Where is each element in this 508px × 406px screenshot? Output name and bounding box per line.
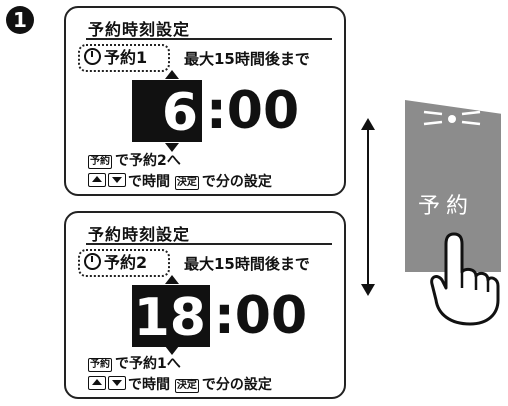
- instruction-switch-text: で予約1へ: [115, 356, 181, 372]
- instruction-switch-text: で予約2へ: [115, 153, 181, 169]
- minutes-display: :00: [214, 286, 308, 346]
- panel-title: 予約時刻設定: [88, 225, 191, 244]
- hour-display: 6: [132, 80, 202, 143]
- clock-icon: [84, 253, 101, 270]
- instruction-line-1: 予約で予約1へ: [88, 353, 181, 373]
- down-key-icon: [108, 376, 126, 390]
- reservation-selector: 予約2: [78, 249, 170, 277]
- title-underline: [86, 38, 332, 40]
- instruction-minute-text: で分の設定: [201, 174, 272, 190]
- max-time-text: 最大15時間後まで: [184, 50, 310, 68]
- pointing-hand-icon: [430, 232, 500, 326]
- minutes-display: :00: [206, 81, 300, 141]
- clock-icon: [84, 48, 101, 65]
- hour-up-triangle-icon: [165, 70, 179, 79]
- toggle-arrow-shaft: [367, 122, 369, 292]
- panel-title: 予約時刻設定: [88, 20, 191, 39]
- reservation-label: 予約1: [104, 48, 148, 67]
- display-panel-reservation-1: 予約時刻設定 予約1 最大15時間後まで 6 :00 予約で予約2へ で時間 決…: [64, 6, 346, 196]
- reservation-label: 予約2: [104, 253, 148, 272]
- up-key-icon: [88, 173, 106, 187]
- reserve-key-icon: 予約: [88, 358, 112, 372]
- instruction-line-2: で時間 決定で分の設定: [88, 171, 272, 191]
- reservation-selector: 予約1: [78, 44, 170, 72]
- instruction-line-1: 予約で予約2へ: [88, 150, 181, 170]
- toggle-arrow-down-icon: [361, 284, 375, 296]
- max-time-text: 最大15時間後まで: [184, 255, 310, 273]
- reserve-button-label: 予約: [418, 194, 475, 219]
- instruction-hour-text: で時間: [128, 377, 170, 393]
- hour-up-triangle-icon: [165, 275, 179, 284]
- hour-display: 18: [132, 285, 210, 348]
- instruction-minute-text: で分の設定: [201, 377, 272, 393]
- reserve-key-icon: 予約: [88, 155, 112, 169]
- instruction-line-2: で時間 決定で分の設定: [88, 374, 272, 394]
- hour-down-triangle-icon: [165, 143, 179, 152]
- title-underline: [86, 243, 332, 245]
- instruction-hour-text: で時間: [128, 174, 170, 190]
- step-number-badge: 1: [6, 6, 34, 34]
- display-panel-reservation-2: 予約時刻設定 予約2 最大15時間後まで 18 :00 予約で予約1へ で時間 …: [64, 211, 346, 399]
- up-key-icon: [88, 376, 106, 390]
- confirm-key-icon: 決定: [174, 379, 199, 393]
- down-key-icon: [108, 173, 126, 187]
- lamp-glow-icon: [423, 110, 481, 126]
- confirm-key-icon: 決定: [174, 176, 199, 190]
- hour-down-triangle-icon: [165, 346, 179, 355]
